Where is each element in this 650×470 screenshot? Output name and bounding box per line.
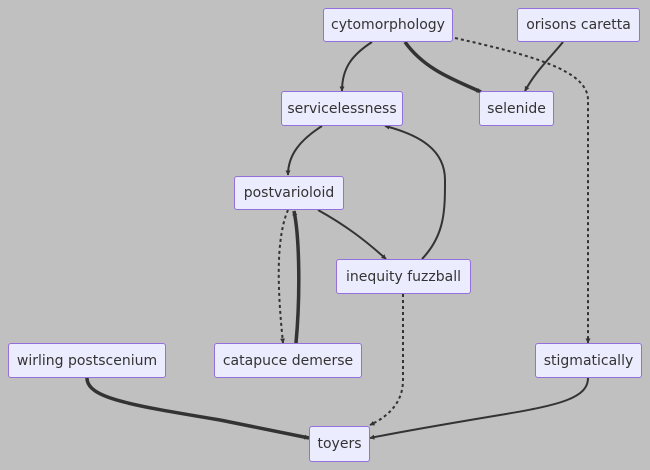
edge-postvarioloid-catapuce-demerse — [277, 209, 289, 344]
edge-inequity-fuzzball-toyers — [369, 294, 404, 426]
node-servicelessness[interactable]: servicelessness — [281, 91, 403, 126]
node-stigmatically[interactable]: stigmatically — [535, 343, 642, 378]
node-catapuce-demerse[interactable]: catapuce demerse — [214, 343, 362, 378]
edge-wirling-postscenium-toyers — [85, 377, 310, 440]
node-inequity-fuzzball[interactable]: inequity fuzzball — [336, 259, 471, 294]
node-orisons-caretta[interactable]: orisons caretta — [517, 8, 640, 42]
edge-inequity-fuzzball-servicelessness — [384, 124, 447, 260]
node-wirling-postscenium[interactable]: wirling postscenium — [8, 343, 166, 378]
edge-cytomorphology-selenide — [403, 40, 482, 94]
edge-cytomorphology-servicelessness — [339, 41, 373, 92]
node-postvarioloid[interactable]: postvarioloid — [234, 176, 344, 210]
edge-servicelessness-postvarioloid — [285, 125, 323, 176]
node-toyers[interactable]: toyers — [309, 426, 370, 462]
edge-stigmatically-toyers — [369, 377, 589, 440]
edge-cytomorphology-stigmatically — [454, 37, 591, 344]
edge-catapuce-demerse-postvarioloid — [292, 210, 301, 344]
node-selenide[interactable]: selenide — [479, 91, 554, 126]
edge-postvarioloid-inequity-fuzzball — [317, 209, 387, 260]
node-cytomorphology[interactable]: cytomorphology — [323, 8, 453, 42]
edge-orisons-caretta-selenide — [524, 41, 564, 92]
